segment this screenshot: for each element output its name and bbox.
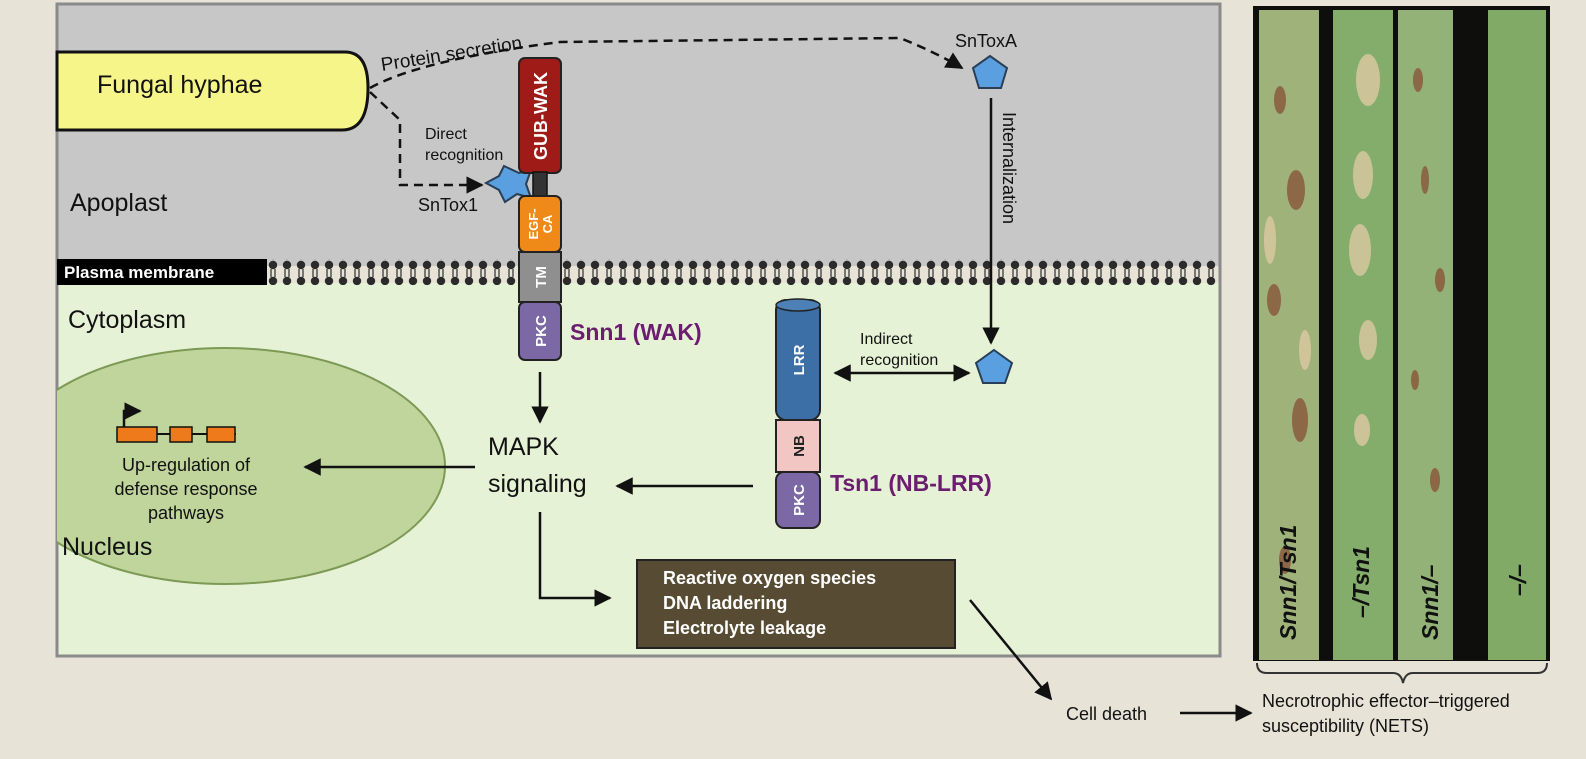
genotype-label-2: –/Tsn1 [1348,546,1374,618]
outcome-electrolyte-leakage: Electrolyte leakage [663,618,826,638]
genotype-label-3: Snn1/– [1417,564,1443,640]
promoter-arrow-icon [122,402,142,427]
outcomes-to-cell-death-arrow [969,599,1053,701]
exon-3 [206,426,236,443]
chlorotic-spots [1264,54,1380,446]
protein-secretion-arrow [369,36,964,90]
nets-line-1: Necrotrophic effector–triggered [1262,691,1510,711]
leaf-group-brace [1256,662,1548,684]
upregulation-line-1: Up-regulation of [122,455,251,475]
apoplast-label: Apoplast [70,189,167,217]
mapk-to-outcomes-arrow [538,512,612,607]
tsn1-pkc-domain [775,471,821,529]
sntoxa-extracellular [971,54,1009,89]
lrr-cap [775,298,821,312]
tsn1-pkc-label: PKC [791,484,808,516]
outcome-dna-laddering: DNA laddering [663,593,787,613]
plasma-membrane-label-box [57,259,267,285]
signaling-label: signaling [488,470,587,498]
sntoxa-intracellular [974,348,1014,384]
snn1-pkc-label: PKC [533,315,550,347]
leaf-snn1-minus [1398,10,1453,660]
plasma-membrane-bilayer [255,259,1220,285]
cell-death-label: Cell death [1066,704,1147,724]
genotype-label-1: Snn1/Tsn1 [1275,525,1301,640]
genotype-label-4: –/– [1505,564,1531,596]
nets-line-2: susceptibility (NETS) [1262,716,1429,736]
fungal-hyphae-label: Fungal hyphae [97,71,262,99]
internalization-label: Internalization [999,112,1019,224]
recognition-label: recognition [425,147,503,164]
upregulation-line-3: pathways [148,503,224,523]
egf-label: EGF- [526,208,541,239]
direct-label: Direct [425,126,467,143]
nb-label: NB [791,435,808,457]
tsn1-name: Tsn1 (NB-LRR) [830,470,992,496]
snn1-receptor: GUB-WAK EGF- CA TM PKC [518,57,562,361]
lrr-label: LRR [791,344,808,375]
gene-icon [116,402,236,443]
exon-2 [169,426,193,443]
tsn1-receptor: LRR NB PKC [775,298,821,529]
indirect-label: Indirect [860,331,913,348]
nucleus-label: Nucleus [62,533,152,561]
gub-wak-label: GUB-WAK [531,72,551,160]
snn1-name: Snn1 (WAK) [570,319,702,345]
sntoxa-label: SnToxA [955,31,1017,51]
cell-border [55,2,1222,658]
ca-label: CA [540,214,555,233]
outcome-ros: Reactive oxygen species [663,568,876,588]
indirect-recognition-label: recognition [860,352,938,369]
cytoplasm-label: Cytoplasm [68,306,186,334]
mapk-label: MAPK [488,433,559,461]
upregulation-line-2: defense response [114,479,257,499]
fungal-hyphae [55,50,370,132]
tm-label: TM [533,266,550,288]
snn1-linker [532,171,548,199]
snn1-pkc-domain [518,301,562,361]
outcomes-box [636,559,956,649]
sntox1-label: SnTox1 [418,195,478,215]
leaf-photo-panel: Snn1/Tsn1 –/Tsn1 Snn1/– –/– [1253,6,1550,661]
lesion-spots [1267,68,1445,574]
apoplast-region [57,4,1220,266]
tm-domain [518,251,562,303]
exon-1 [116,426,158,443]
direct-recognition-arrow [369,91,484,194]
plasma-membrane-label: Plasma membrane [64,263,214,282]
leaf-minus-minus [1488,10,1546,660]
